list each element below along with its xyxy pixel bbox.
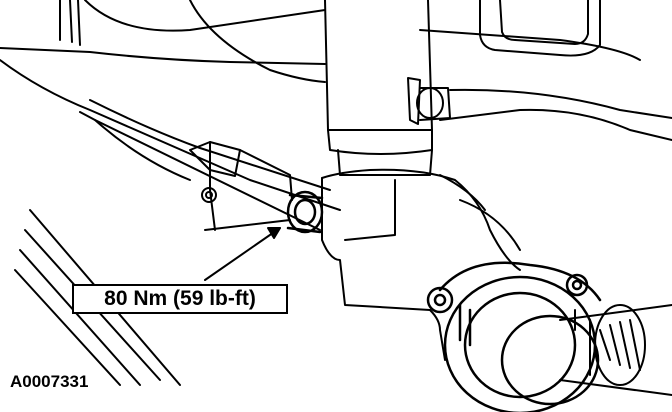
tube-clip — [407, 77, 451, 125]
wheel-hub — [426, 261, 602, 412]
torque-callout-label: 80 Nm (59 lb-ft) — [72, 284, 288, 314]
bracket-outline — [189, 141, 293, 231]
strut-tube — [324, 0, 433, 176]
upper-body-outline — [0, 0, 672, 141]
knuckle-outline — [321, 168, 521, 361]
figure-id: A0007331 — [10, 372, 89, 391]
callout-leader — [204, 227, 281, 281]
axle-shaft — [559, 304, 672, 396]
